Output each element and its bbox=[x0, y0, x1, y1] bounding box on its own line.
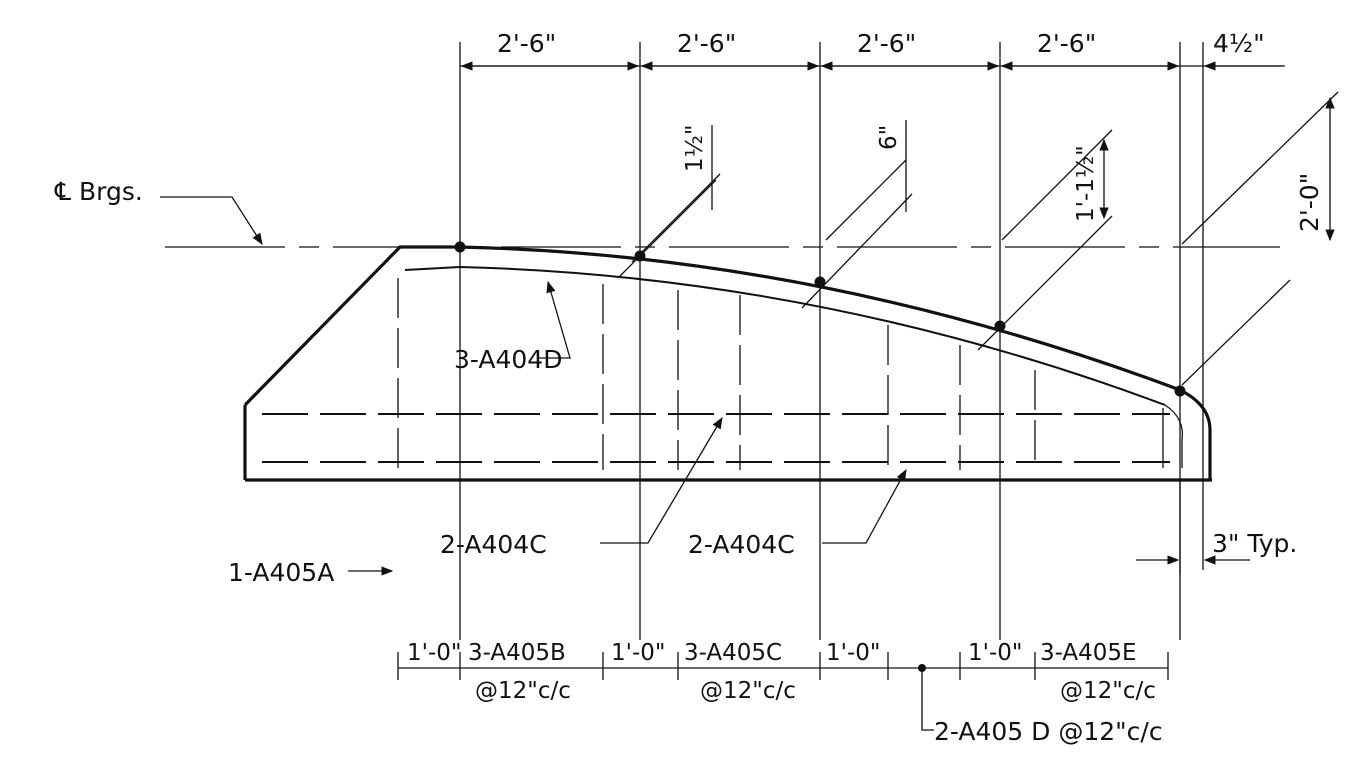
bottom-dim-3: 1'-0" bbox=[611, 640, 665, 666]
rise-dim-3: 1'-1½" bbox=[1073, 145, 1099, 222]
bottom-dim-4: 3-A405C bbox=[684, 640, 782, 666]
end-stirrup-label: 1-A405A bbox=[228, 558, 334, 587]
top-dim-1: 2'-6" bbox=[497, 29, 556, 58]
rise-dim-4: 2'-0" bbox=[1295, 173, 1324, 232]
bottom-dimension-chain bbox=[397, 652, 1169, 731]
group-d-label: 2-A405 D @12"c/c bbox=[934, 717, 1163, 746]
beam-outline bbox=[243, 245, 1212, 482]
bottom-dim-6: 1'-0" bbox=[968, 640, 1022, 666]
rise-markers bbox=[617, 91, 1339, 386]
rise-dim-1: 1½" bbox=[682, 124, 708, 172]
bottom-bars-left-label: 2-A404C bbox=[440, 530, 547, 559]
bottom-dim-7: 3-A405E bbox=[1040, 640, 1137, 666]
bottom-dim-1: 1'-0" bbox=[407, 640, 461, 666]
top-bars bbox=[404, 265, 1184, 468]
bottom-bars-left-leader bbox=[600, 416, 723, 544]
centerline-bearings bbox=[160, 196, 1280, 248]
top-dimension-chain bbox=[459, 42, 1285, 640]
stirrups bbox=[397, 278, 1036, 470]
spacing-note-e: @12"c/c bbox=[1060, 678, 1156, 704]
bar-points bbox=[454, 241, 1186, 397]
spacing-note-c: @12"c/c bbox=[700, 678, 796, 704]
top-dim-2: 2'-6" bbox=[677, 29, 736, 58]
top-dim-4: 2'-6" bbox=[1037, 29, 1096, 58]
bottom-bars-right-leader bbox=[822, 468, 907, 544]
top-bars-leader bbox=[538, 280, 571, 359]
bottom-bars-right-label: 2-A404C bbox=[688, 530, 795, 559]
cover-dim bbox=[1136, 480, 1250, 575]
rise-dim-2: 6" bbox=[876, 125, 902, 150]
bottom-bars bbox=[262, 413, 1170, 463]
top-dim-3: 2'-6" bbox=[857, 29, 916, 58]
top-dim-5: 4½" bbox=[1213, 29, 1265, 58]
spacing-note-b: @12"c/c bbox=[475, 678, 571, 704]
centerline-label: ℄ Brgs. bbox=[54, 177, 143, 206]
top-bars-label: 3-A404D bbox=[454, 345, 562, 374]
cover-label: 3" Typ. bbox=[1212, 529, 1297, 558]
bottom-dim-5: 1'-0" bbox=[826, 640, 880, 666]
bottom-dim-2: 3-A405B bbox=[468, 640, 566, 666]
